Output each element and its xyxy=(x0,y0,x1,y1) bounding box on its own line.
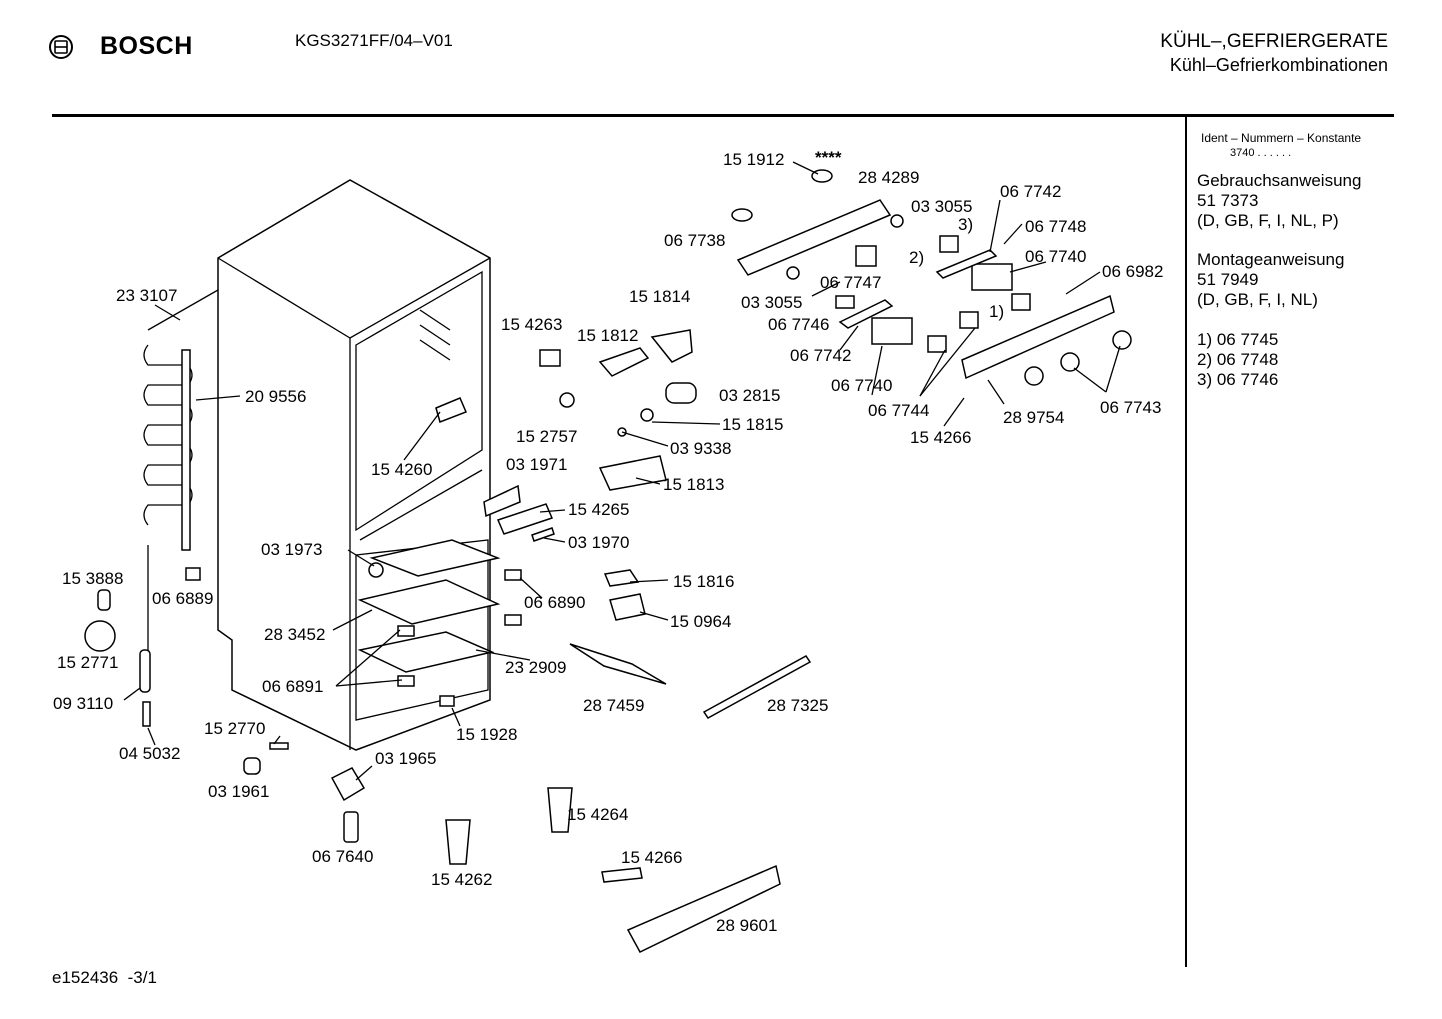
drawing-code: e152436 xyxy=(52,968,119,987)
part-label: 15 4265 xyxy=(568,500,630,519)
part-label: 03 1971 xyxy=(506,455,568,474)
part-label: 04 5032 xyxy=(119,744,181,763)
part-label: 15 1928 xyxy=(456,725,518,744)
note-marker: 3) xyxy=(958,215,974,234)
model-number: KGS3271FF/04–V01 xyxy=(295,31,453,50)
part-label: 28 4289 xyxy=(858,168,920,187)
shelves xyxy=(357,539,501,673)
side-panel-divider xyxy=(1185,117,1187,967)
doc-install-manual-number: 51 7949 xyxy=(1197,270,1259,289)
brand-name: BOSCH xyxy=(100,32,193,60)
part-label: 15 2757 xyxy=(516,427,578,446)
footer-code: e152436 -3/1 xyxy=(52,968,157,988)
page-ref: -3/1 xyxy=(127,968,157,987)
cabinet-body xyxy=(217,179,491,751)
bosch-logo-icon xyxy=(48,34,74,60)
part-label: 06 6889 xyxy=(152,589,214,608)
part-label: 28 9754 xyxy=(1003,408,1065,427)
part-label: 15 4264 xyxy=(567,805,629,824)
note-1: 1) 06 7745 xyxy=(1197,330,1279,349)
ident-title: Ident – Nummern – Konstante xyxy=(1201,131,1362,145)
note-marker: 1) xyxy=(989,302,1005,321)
part-label: 03 3055 xyxy=(911,197,973,216)
part-label: 15 4262 xyxy=(431,870,493,889)
part-label: 03 1970 xyxy=(568,533,630,552)
part-label: 06 6982 xyxy=(1102,262,1164,281)
doc-user-manual-number: 51 7373 xyxy=(1197,191,1259,210)
part-label: 06 7743 xyxy=(1100,398,1162,417)
part-label: 03 1965 xyxy=(375,749,437,768)
part-label: 15 1812 xyxy=(577,326,639,345)
part-label: 06 7747 xyxy=(820,273,882,292)
part-label: 15 4260 xyxy=(371,460,433,479)
part-label: 15 2770 xyxy=(204,719,266,738)
part-label: 28 3452 xyxy=(264,625,326,644)
part-label: 15 4263 xyxy=(501,315,563,334)
small-parts xyxy=(84,169,998,953)
part-label: 28 7459 xyxy=(583,696,645,715)
part-label: 15 0964 xyxy=(670,612,732,631)
doc-user-manual-title: Gebrauchsanweisung xyxy=(1197,171,1362,190)
part-label: 06 6891 xyxy=(262,677,324,696)
part-label: 06 7640 xyxy=(312,847,374,866)
part-label: 09 3110 xyxy=(53,694,114,713)
subcategory-title: Kühl–Gefrierkombinationen xyxy=(1169,55,1388,75)
control-panel xyxy=(736,199,1132,386)
doc-install-manual-langs: (D, GB, F, I, NL) xyxy=(1197,290,1318,309)
category-title: KÜHL–,GEFRIERGERATE xyxy=(1160,31,1388,52)
part-label: 23 3107 xyxy=(116,286,178,305)
part-label: 06 7744 xyxy=(868,401,930,420)
part-label: 03 2815 xyxy=(719,386,781,405)
part-label: 06 7738 xyxy=(664,231,726,250)
part-label: 15 3888 xyxy=(62,569,124,588)
part-label: 28 7325 xyxy=(767,696,829,715)
part-label: 03 3055 xyxy=(741,293,803,312)
part-label: 06 7742 xyxy=(790,346,852,365)
note-marker: 2) xyxy=(909,248,925,267)
doc-user-manual-langs: (D, GB, F, I, NL, P) xyxy=(1197,211,1339,230)
note-3: 3) 06 7746 xyxy=(1197,370,1279,389)
part-label: 06 7746 xyxy=(768,315,830,334)
part-label: 06 7740 xyxy=(831,376,893,395)
stars-label: **** xyxy=(815,148,842,167)
part-label: 06 7740 xyxy=(1025,247,1087,266)
part-label: 06 7748 xyxy=(1025,217,1087,236)
part-label: 15 4266 xyxy=(910,428,972,447)
part-label: 03 1973 xyxy=(261,540,323,559)
header-divider xyxy=(52,114,1394,117)
part-label: 03 1961 xyxy=(208,782,270,801)
part-label: 20 9556 xyxy=(245,387,307,406)
leader-lines xyxy=(123,161,1121,781)
part-label: 15 2771 xyxy=(57,653,119,672)
part-label: 15 4266 xyxy=(621,848,683,867)
part-label: 15 1815 xyxy=(722,415,784,434)
doc-install-manual-title: Montageanweisung xyxy=(1197,250,1345,269)
part-label: 28 9601 xyxy=(716,916,778,935)
part-label: 06 6890 xyxy=(524,593,586,612)
part-label: 15 1813 xyxy=(663,475,725,494)
part-label: 15 1814 xyxy=(629,287,691,306)
part-label: 03 9338 xyxy=(670,439,732,458)
part-label: 06 7742 xyxy=(1000,182,1062,201)
part-label: 15 1816 xyxy=(673,572,735,591)
part-label: 15 1912 xyxy=(723,150,785,169)
condenser-coil xyxy=(143,289,219,650)
part-label: 23 2909 xyxy=(505,658,567,677)
note-2: 2) 06 7748 xyxy=(1197,350,1279,369)
ident-value: 3740 . . . . . . xyxy=(1230,147,1292,159)
